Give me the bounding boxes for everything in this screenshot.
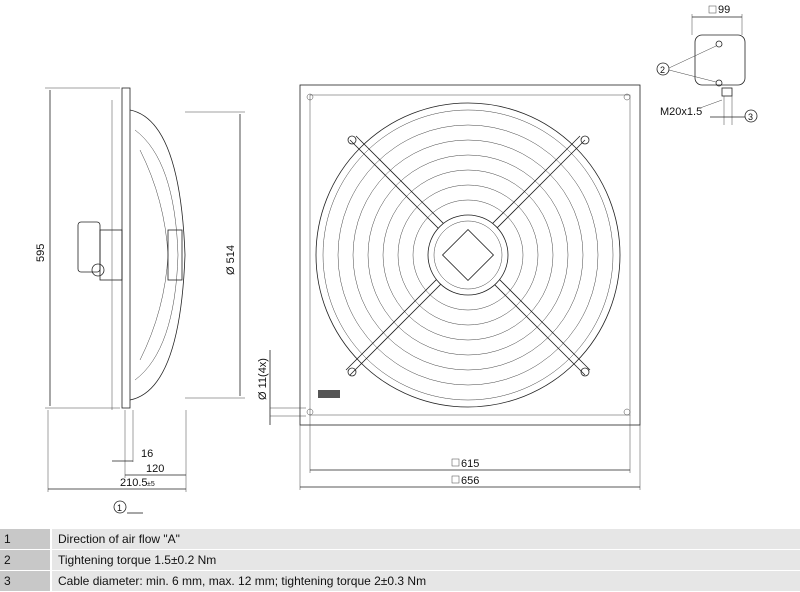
- front-view: Ø 11(4x) 615 656: [257, 84, 641, 490]
- legend-text: Tightening torque 1.5±0.2 Nm: [52, 550, 800, 570]
- legend-text: Cable diameter: min. 6 mm, max. 12 mm; t…: [52, 571, 800, 591]
- dim-615: 615: [461, 458, 479, 470]
- cable-gland-label: M20x1.5: [660, 106, 702, 118]
- legend-text: Direction of air flow "A": [52, 529, 800, 549]
- legend-key: 3: [0, 571, 50, 591]
- callout-1: 1: [117, 503, 122, 513]
- legend-key: 2: [0, 550, 50, 570]
- legend-key: 1: [0, 529, 50, 549]
- terminal-box-view: 99 2 M20x1.5 3: [656, 4, 758, 125]
- dim-656: 656: [461, 475, 479, 487]
- callout-3: 3: [748, 112, 753, 122]
- dim-diameter-514: Ø 514: [225, 245, 237, 275]
- dim-210-5: 210.5: [120, 477, 148, 489]
- side-view: 595 Ø 514 16 120 210.5 ±5 1: [35, 87, 245, 514]
- technical-drawing: 595 Ø 514 16 120 210.5 ±5 1: [35, 4, 758, 514]
- legend-row: 2 Tightening torque 1.5±0.2 Nm: [0, 550, 800, 570]
- legend-table: 1 Direction of air flow "A" 2 Tightening…: [0, 529, 800, 592]
- legend-row: 3 Cable diameter: min. 6 mm, max. 12 mm;…: [0, 571, 800, 591]
- callout-2: 2: [660, 65, 665, 75]
- dim-120: 120: [146, 463, 164, 475]
- legend-row: 1 Direction of air flow "A": [0, 529, 800, 549]
- dim-hole-11: Ø 11(4x): [257, 358, 269, 400]
- dim-595: 595: [35, 244, 47, 262]
- dim-box-99: 99: [718, 4, 730, 16]
- dim-210-5-tolerance: ±5: [147, 481, 155, 488]
- dim-16: 16: [141, 448, 153, 460]
